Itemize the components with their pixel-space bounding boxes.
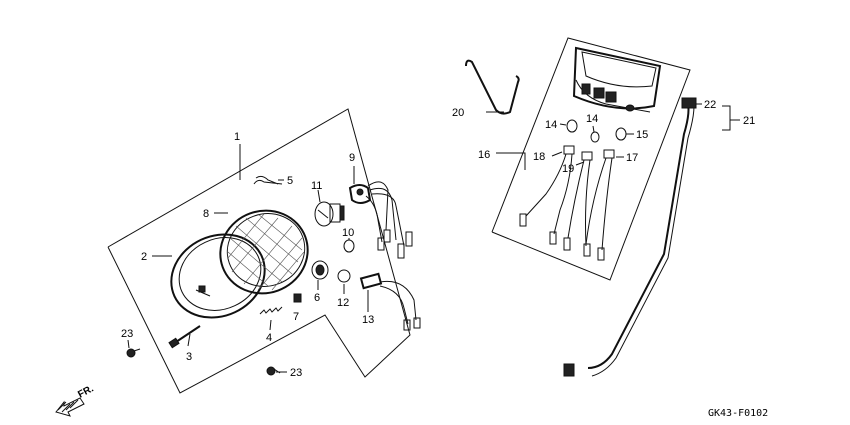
callout-1: 1 — [234, 131, 240, 143]
callout-12: 12 — [337, 297, 349, 309]
leader-4 — [269, 319, 272, 331]
socket-washer — [337, 269, 351, 283]
leader-14b — [592, 125, 595, 133]
leader-23a — [127, 339, 130, 349]
mounting-bolt-upper — [126, 348, 141, 358]
meter-group-outline — [491, 37, 691, 281]
meter-bulb-center — [590, 131, 600, 143]
adjusting-nut — [293, 293, 302, 303]
callout-15: 15 — [636, 129, 648, 141]
callout-8: 8 — [203, 208, 209, 220]
diagram-code: GK43-F0102 — [708, 408, 768, 419]
callout-21: 21 — [743, 115, 755, 127]
callout-10: 10 — [342, 227, 354, 239]
callout-17: 17 — [626, 152, 638, 164]
adjusting-spring — [259, 306, 283, 315]
callout-4: 4 — [266, 332, 272, 344]
meter-socket-19 — [563, 151, 593, 257]
adjusting-screw — [168, 325, 201, 349]
headlight-lens-unit — [219, 209, 309, 295]
callout-9: 9 — [349, 152, 355, 164]
callout-14-center: 14 — [586, 113, 598, 125]
callout-2: 2 — [141, 251, 147, 263]
callout-23-upper: 23 — [121, 328, 133, 340]
mounting-bolt-lower — [266, 366, 281, 376]
retaining-clip — [253, 175, 283, 185]
callout-5: 5 — [287, 175, 293, 187]
callout-23-lower: 23 — [290, 367, 302, 379]
callout-3: 3 — [186, 351, 192, 363]
headlight-group-outline — [107, 108, 411, 394]
callout-18: 18 — [533, 151, 545, 163]
headlight-rim — [170, 233, 266, 319]
leader-16 — [496, 152, 526, 170]
speedometer-cable — [563, 97, 697, 377]
position-bulb — [343, 239, 355, 253]
callout-22: 22 — [704, 99, 716, 111]
meter-socket-17 — [585, 149, 615, 261]
callout-19: 19 — [562, 163, 574, 175]
leader-19 — [575, 161, 585, 166]
callout-11: 11 — [311, 180, 322, 192]
position-light-socket — [359, 272, 421, 331]
bracket-21 — [722, 105, 731, 131]
callout-6: 6 — [314, 292, 320, 304]
callout-16: 16 — [478, 149, 490, 161]
callout-20: 20 — [452, 107, 464, 119]
leader-14a — [559, 123, 567, 126]
headlight-bulb — [314, 201, 345, 227]
callout-7: 7 — [293, 311, 299, 323]
front-direction-arrow — [55, 397, 85, 417]
bulb-socket-rubber — [311, 260, 329, 280]
meter-bracket — [465, 59, 520, 115]
front-direction-label: FR. — [76, 383, 96, 400]
speedometer-housing — [572, 46, 662, 113]
meter-bulb-right — [615, 127, 627, 141]
leader-3 — [187, 333, 191, 347]
callout-14-left: 14 — [545, 119, 557, 131]
leader-18 — [551, 151, 563, 157]
meter-bulb-left — [566, 119, 578, 133]
leader-11 — [317, 189, 321, 203]
callout-13: 13 — [362, 314, 374, 326]
headlight-socket-assembly — [348, 181, 413, 259]
meter-socket-18 — [519, 145, 575, 245]
